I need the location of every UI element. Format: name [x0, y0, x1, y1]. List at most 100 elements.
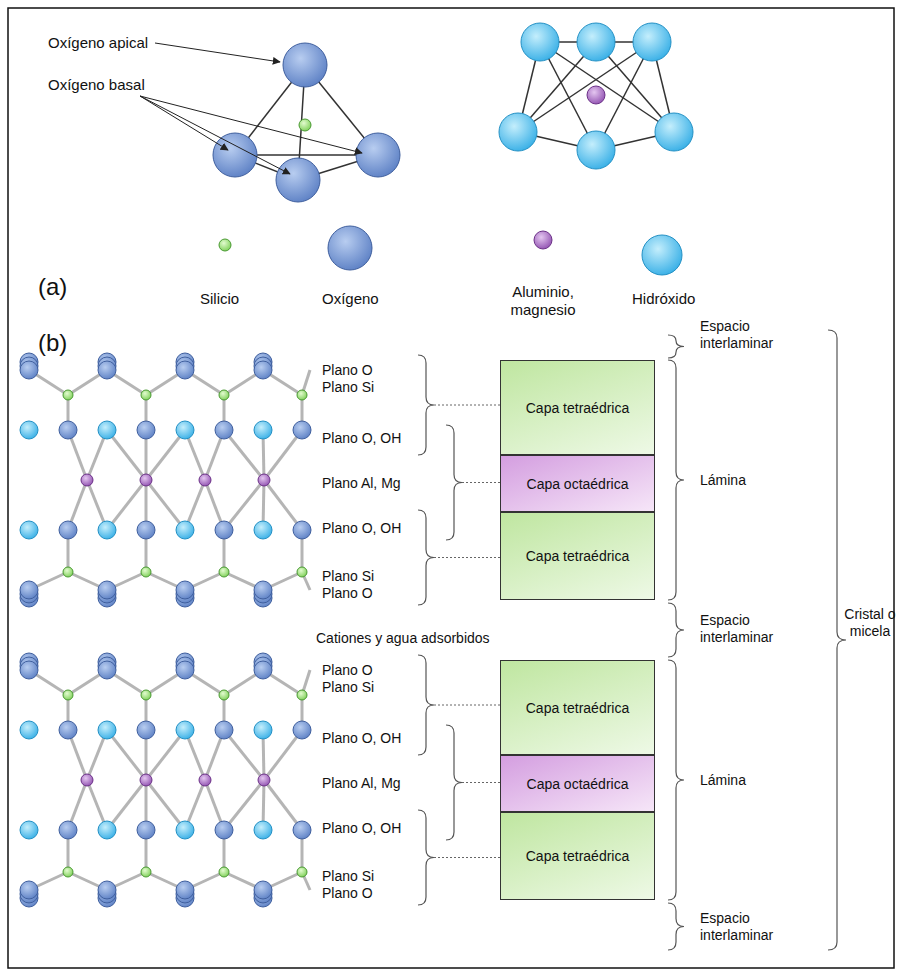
plane-label: Plano O, OH	[322, 730, 401, 747]
bond	[146, 780, 185, 830]
bonds	[29, 370, 310, 590]
bracket-label: Espacio interlaminar	[700, 318, 795, 352]
bond	[107, 730, 146, 780]
layer-brace	[418, 655, 434, 755]
hydroxide-ion	[20, 721, 38, 739]
oxygen-atom	[276, 158, 320, 202]
atoms	[20, 653, 311, 907]
hydroxide-ion	[254, 521, 272, 539]
plane-label: Plano O, OH	[322, 520, 401, 537]
silicon-atom	[141, 867, 151, 877]
oxygen-atom	[176, 661, 194, 679]
oxygen-atom	[59, 521, 77, 539]
oxygen-atom	[137, 421, 155, 439]
atoms	[20, 353, 311, 607]
frame	[8, 8, 894, 968]
aluminium-atom	[81, 474, 93, 486]
oxygen-atom	[254, 661, 272, 679]
section-brace	[668, 360, 684, 600]
layer-brace	[446, 725, 462, 840]
tetrahedral-sheet: Capa tetraédrica	[500, 660, 655, 755]
plane-label: Plano Si	[322, 679, 374, 696]
silicon-atom	[219, 239, 231, 251]
panel-letter: (b)	[38, 328, 67, 357]
hydroxide-ion	[20, 821, 38, 839]
bond	[107, 430, 146, 480]
dotted-leader	[462, 782, 500, 783]
hydroxide-ion	[176, 421, 194, 439]
hydroxide-ion	[254, 421, 272, 439]
oxygen-atom	[215, 421, 233, 439]
leader-line	[140, 96, 228, 150]
plane-label: Plano Si	[322, 868, 374, 885]
oxygen-atom	[215, 521, 233, 539]
silicon-atom	[219, 867, 229, 877]
silicon-atom	[141, 390, 151, 400]
hydroxide-ion	[98, 721, 116, 739]
bracket-label: Cristal o micela	[844, 606, 896, 640]
oxygen-atom	[59, 821, 77, 839]
hydroxide-ion	[577, 23, 615, 61]
leader-line	[155, 43, 280, 62]
aluminium-atom	[587, 86, 605, 104]
oxygen-atom	[20, 661, 38, 679]
oxygen-atom	[20, 881, 38, 899]
bond	[146, 430, 185, 480]
plane-label: Plano Si	[322, 379, 374, 396]
silicon-atom	[299, 119, 311, 131]
dotted-leader	[434, 705, 500, 706]
atom-label: Hidróxido	[632, 290, 695, 308]
octahedron	[499, 23, 693, 169]
hydroxide-ion	[98, 421, 116, 439]
oxygen-atom	[98, 661, 116, 679]
oxygen-atom	[328, 226, 372, 270]
silicon-atom	[297, 867, 307, 877]
oxygen-atom	[254, 881, 272, 899]
oxygen-atom	[176, 581, 194, 599]
silicon-atom	[297, 690, 307, 700]
silicon-atom	[219, 567, 229, 577]
clay-layer	[20, 353, 311, 607]
hydroxide-ion	[254, 821, 272, 839]
section-brace	[668, 903, 684, 950]
section-brace	[668, 660, 684, 900]
atom-label: Oxígeno basal	[48, 76, 145, 94]
dotted-leader	[462, 482, 500, 483]
atom-label: Silicio	[200, 290, 239, 308]
plane-label: Plano O, OH	[322, 820, 401, 837]
silicon-atom	[297, 567, 307, 577]
oxygen-atom	[293, 721, 311, 739]
oxygen-atom	[20, 581, 38, 599]
oxygen-atom	[176, 881, 194, 899]
atom-label: Cationes y agua adsorbidos	[316, 630, 490, 647]
bond	[107, 480, 146, 530]
hydroxide-ion	[254, 721, 272, 739]
clay-layer	[20, 653, 311, 907]
tetrahedral-sheet: Capa tetraédrica	[500, 512, 655, 600]
bracket-label: Espacio interlaminar	[700, 612, 795, 646]
section-brace	[668, 603, 684, 657]
tetrahedral-sheet: Capa tetraédrica	[500, 360, 655, 455]
hydroxide-ion	[176, 721, 194, 739]
silicon-atom	[219, 690, 229, 700]
sheet-label: Capa tetraédrica	[520, 400, 636, 416]
sheet-label: Capa tetraédrica	[520, 848, 636, 864]
silicon-atom	[141, 567, 151, 577]
atom-label: Oxígeno apical	[48, 34, 148, 52]
bond	[146, 730, 185, 780]
bracket-label: Lámina	[700, 772, 746, 789]
atom-label: Oxígeno	[322, 290, 379, 308]
aluminium-atom	[81, 774, 93, 786]
oxygen-atom	[137, 521, 155, 539]
hydroxide-ion	[521, 23, 559, 61]
layer-brace	[446, 425, 462, 540]
leader-lines	[140, 43, 362, 174]
silicon-atom	[297, 390, 307, 400]
leader-line	[140, 96, 290, 174]
plane-label: Plano O	[322, 662, 373, 679]
plane-label: Plano O, OH	[322, 430, 401, 447]
silicon-atom	[63, 867, 73, 877]
oxygen-atom	[293, 821, 311, 839]
